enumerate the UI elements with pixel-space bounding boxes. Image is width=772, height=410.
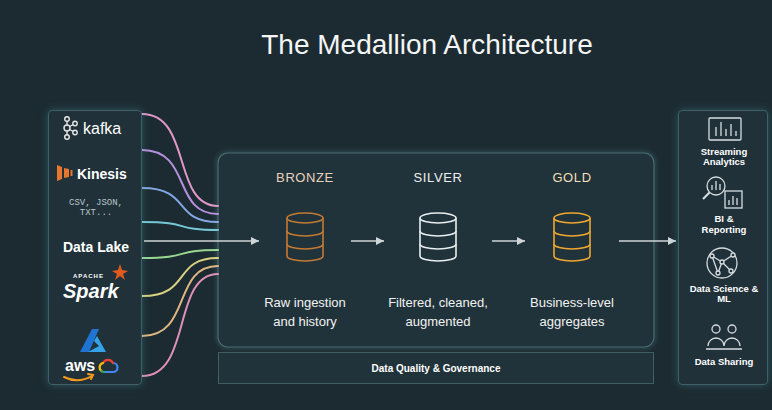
tier-description: Business-level aggregates [527, 293, 617, 331]
icon-stroke [712, 181, 720, 190]
source-label: Data Lake [49, 239, 143, 255]
icon-stroke [100, 363, 103, 371]
icon-shape [88, 336, 106, 352]
kafka-icon [64, 117, 77, 140]
source-streams [142, 114, 218, 376]
stream-line [142, 250, 218, 258]
flow-arrow [144, 240, 259, 241]
tier-description: Raw ingestion and history [261, 293, 349, 331]
stream-line [142, 114, 218, 206]
icon-stroke [707, 248, 737, 278]
icon-stroke [102, 371, 105, 372]
flow-arrow [492, 240, 525, 241]
icon-stroke [712, 325, 720, 333]
cylinder-body [287, 218, 323, 261]
stream-line [142, 188, 218, 222]
tier-description: Filtered, cleaned, augmented [386, 293, 490, 331]
icon-stroke [729, 196, 737, 205]
source-panel: kafkaKinesisCSV, JSON, TXT... Data LakeAP… [48, 110, 142, 385]
panel-fill [678, 110, 768, 385]
silver-cylinder [420, 213, 456, 261]
pipeline-panel [218, 153, 654, 347]
icon-stroke [64, 376, 92, 380]
stream-line [142, 274, 218, 376]
icon-stroke [88, 374, 93, 379]
icon-stroke [103, 360, 113, 363]
cylinder-band [287, 231, 323, 249]
consumer-label: BI & Reporting [694, 214, 754, 236]
cylinder-band [420, 231, 456, 249]
icon-shape [57, 165, 62, 181]
icon-stroke [725, 191, 742, 208]
consumer-label: Data Sharing [684, 357, 764, 367]
icon-stroke [728, 325, 736, 333]
source-label: kafka [83, 120, 121, 138]
icon-stroke [707, 177, 725, 195]
panel-fill [48, 110, 142, 385]
cylinder-top [554, 213, 590, 223]
footer-label: Data Quality & Governance [372, 363, 501, 374]
gold-cylinder [554, 213, 590, 261]
cylinder-body [554, 218, 590, 261]
stream-line [142, 222, 218, 230]
cylinder-top [287, 213, 323, 223]
cylinder-band [554, 231, 590, 249]
kinesis-icon [57, 165, 73, 181]
icon-stroke [720, 260, 724, 264]
tier-title: BRONZE [276, 170, 334, 185]
icon-stroke [710, 254, 714, 258]
bronze-cylinder [287, 213, 323, 261]
icon-dot [65, 117, 70, 122]
gcloud-icon [100, 360, 118, 372]
icon-stroke [104, 363, 118, 372]
icon-shape [64, 168, 69, 178]
icon-dot [65, 135, 70, 140]
spark-star [112, 264, 128, 280]
icon-stroke [712, 255, 733, 273]
source-label: CSV, JSON, TXT... [56, 199, 136, 219]
tier-title: GOLD [552, 170, 591, 185]
tier-box: SILVER Filtered, cleaned, augmented [386, 170, 490, 331]
governance-bar: Data Quality & Governance [218, 352, 654, 384]
icon-stroke [729, 269, 733, 273]
icon-stroke [703, 193, 710, 200]
consumer-label: Data Science & ML [687, 284, 761, 305]
panel-glow [218, 153, 654, 347]
icon-shape [71, 170, 73, 176]
icon-stroke [731, 253, 735, 257]
azure-icon [80, 329, 106, 352]
consumer-panel: Streaming Analytics BI & ReportingData Sc… [678, 110, 768, 385]
bar-fill [218, 352, 654, 384]
icon-stroke [716, 122, 736, 136]
icon-dot [64, 125, 70, 131]
icon-stroke [716, 271, 720, 275]
source-label: APACHE [73, 273, 104, 279]
source-label: Spark [63, 281, 119, 301]
icon-dot [73, 130, 77, 134]
icon-stroke [709, 118, 741, 140]
cylinder-body [420, 218, 456, 261]
consumer-label: Streaming Analytics [687, 147, 761, 168]
page-title: The Medallion Architecture [227, 28, 627, 62]
source-label: aws [65, 358, 95, 374]
icon-stroke [706, 338, 742, 349]
tier-title: SILVER [414, 170, 463, 185]
icon-dot [73, 121, 77, 125]
source-label: Kinesis [77, 166, 127, 182]
tier-box: GOLD Business-level aggregates [527, 170, 617, 331]
aws-smile [64, 374, 93, 380]
flow-arrow [619, 240, 676, 241]
tier-box: BRONZE Raw ingestion and history [261, 170, 349, 331]
tier-cylinders [287, 213, 590, 261]
cylinder-top [420, 213, 456, 223]
flow-arrow [351, 240, 384, 241]
